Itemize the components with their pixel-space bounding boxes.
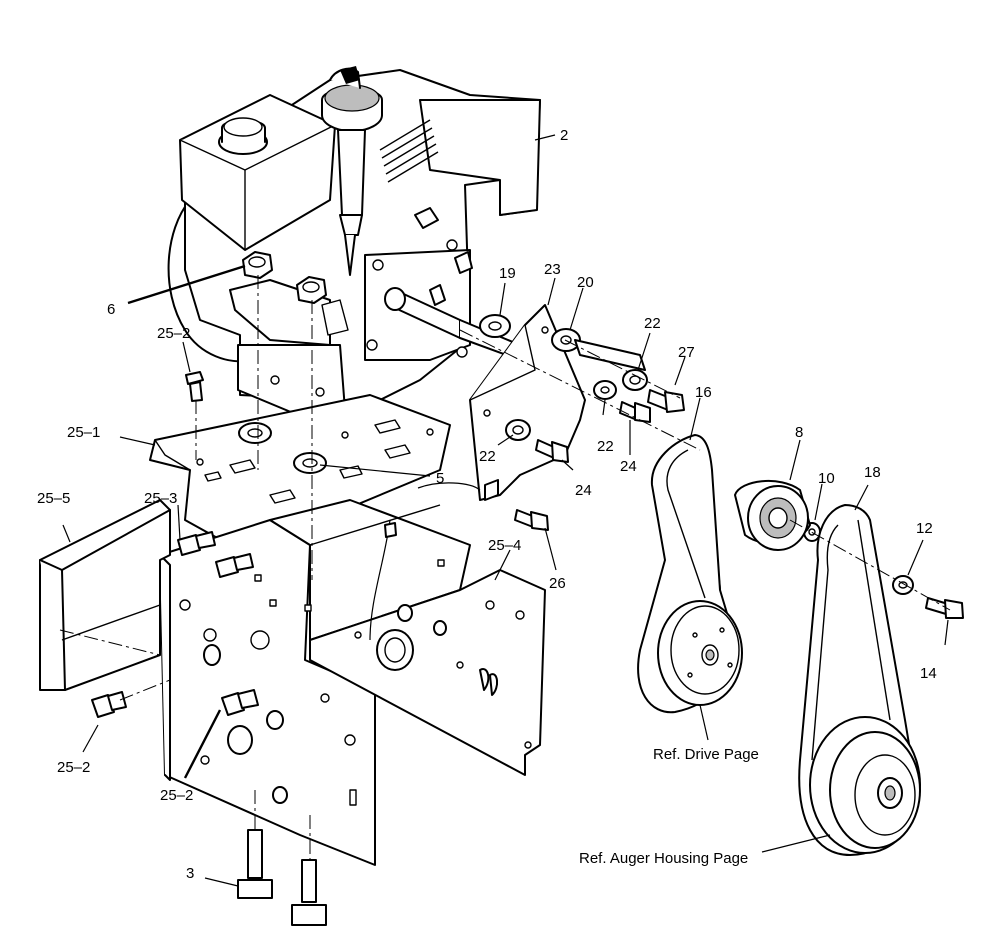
- engine-mount-plate: [149, 394, 451, 571]
- leader-lines: [62, 134, 949, 887]
- bolt-14: [925, 597, 964, 619]
- cylinder-fins: [379, 119, 439, 183]
- bolt-24: [535, 401, 651, 463]
- callout-12: 12: [916, 520, 933, 537]
- bolt-25-2-mid: [221, 689, 259, 716]
- callout-22-b: 22: [597, 438, 614, 455]
- callout-25-2-b: 25–2: [57, 759, 90, 776]
- callout-24-b: 24: [575, 482, 592, 499]
- lock-washers: [238, 422, 327, 474]
- callout-14: 14: [920, 665, 937, 682]
- auger-pulley: [809, 716, 921, 854]
- frame-assembly: [159, 499, 546, 866]
- callout-27: 27: [678, 344, 695, 361]
- washer-22: [505, 369, 648, 441]
- callout-19: 19: [499, 265, 516, 282]
- washer-12: [892, 575, 914, 595]
- callout-25-5: 25–5: [37, 490, 70, 507]
- callout-10: 10: [818, 470, 835, 487]
- callout-25-3: 25–3: [144, 490, 177, 507]
- engine-pulley: [734, 479, 811, 551]
- callout-labels: 2 3 5 6 8 10 12 14 16 18 19 20 22 22 22 …: [37, 127, 937, 882]
- callout-6: 6: [107, 301, 115, 318]
- callout-26: 26: [549, 575, 566, 592]
- callout-25-2-a: 25–2: [157, 325, 190, 342]
- callout-20: 20: [577, 274, 594, 291]
- engine: [167, 66, 541, 421]
- callout-3: 3: [186, 865, 194, 882]
- bolts-25-3: [177, 531, 254, 578]
- engine-mount-nut: [242, 251, 327, 304]
- callout-23: 23: [544, 261, 561, 278]
- callout-25-1: 25–1: [67, 424, 100, 441]
- carriage-bolts-3: [237, 829, 327, 926]
- bolt-27: [647, 389, 685, 413]
- washer-19: [479, 314, 511, 338]
- callout-2: 2: [560, 127, 568, 144]
- ref-auger-housing-page: Ref. Auger Housing Page: [579, 850, 748, 867]
- callout-22-a: 22: [644, 315, 661, 332]
- drive-pulley: [657, 600, 743, 706]
- belt-guard: [39, 499, 171, 691]
- callout-24-a: 24: [620, 458, 637, 475]
- callout-22-c: 22: [479, 448, 496, 465]
- ref-drive-page: Ref. Drive Page: [653, 746, 759, 763]
- callout-25-4: 25–4: [488, 537, 521, 554]
- centerlines: [59, 275, 951, 860]
- bolt-25-2-top: [185, 371, 204, 402]
- callout-25-2-c: 25–2: [160, 787, 193, 804]
- hardware: [91, 314, 964, 926]
- callout-8: 8: [795, 424, 803, 441]
- callout-18: 18: [864, 464, 881, 481]
- callout-5: 5: [436, 470, 444, 487]
- bolt-26: [514, 509, 549, 531]
- callout-16: 16: [695, 384, 712, 401]
- bolt-25-2-left: [91, 691, 127, 718]
